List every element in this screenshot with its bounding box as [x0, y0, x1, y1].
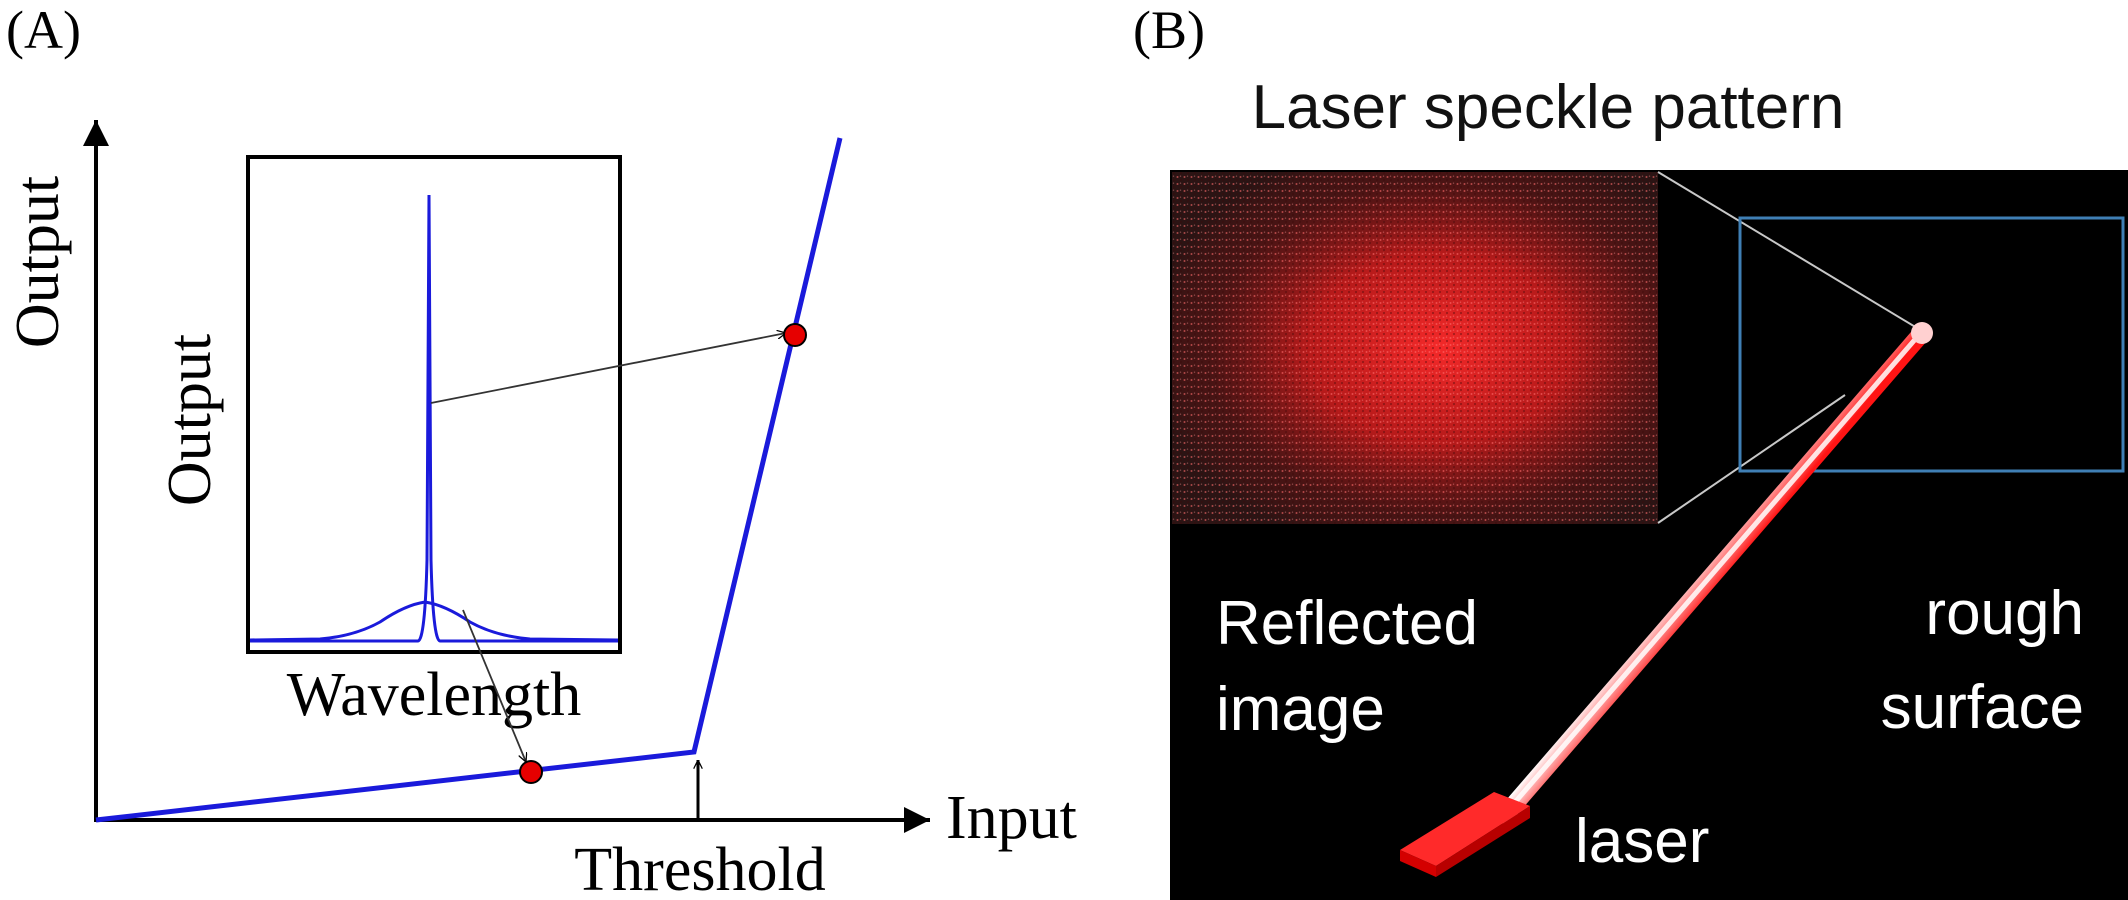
rough-surface-label-line2: surface [1881, 673, 2084, 742]
broad-connector-arrow [462, 609, 526, 762]
reflected-image-label-line1: Reflected [1216, 589, 1478, 658]
laser-label: laser [1575, 807, 1709, 876]
x-axis-label: Input [946, 784, 1077, 852]
below-threshold-point [519, 760, 543, 784]
lasing-point [783, 323, 807, 347]
rough-surface-label-line1: rough [1925, 579, 2084, 648]
panel-a-label: (A) [6, 0, 81, 60]
zoom-line-top [1657, 171, 1923, 332]
panel-a: (A) Output Input Threshold Output Wavele… [4, 0, 1077, 900]
panel-b: (B) Laser speckle pattern Reflected imag… [1133, 0, 2128, 900]
laser-beam-core [1507, 333, 1921, 811]
narrow-peak-curve [250, 194, 618, 643]
beam-spot [1911, 322, 1933, 344]
laser-device [1400, 792, 1530, 877]
inset-plot: Output Wavelength [156, 155, 622, 729]
inset-frame [246, 155, 622, 654]
y-axis-label: Output [4, 176, 72, 348]
zoom-line-bottom [1657, 394, 1846, 524]
peak-connector-arrow [430, 333, 786, 404]
panel-b-title: Laser speckle pattern [1252, 73, 1845, 142]
inset-x-label: Wavelength [287, 661, 582, 729]
threshold-label: Threshold [574, 836, 825, 900]
reflected-image-label-line2: image [1216, 675, 1385, 744]
panel-b-label: (B) [1133, 0, 1205, 60]
speckle-pattern-image [1172, 172, 1658, 524]
rough-surface-box [1738, 216, 2125, 473]
inset-y-label: Output [156, 334, 224, 506]
